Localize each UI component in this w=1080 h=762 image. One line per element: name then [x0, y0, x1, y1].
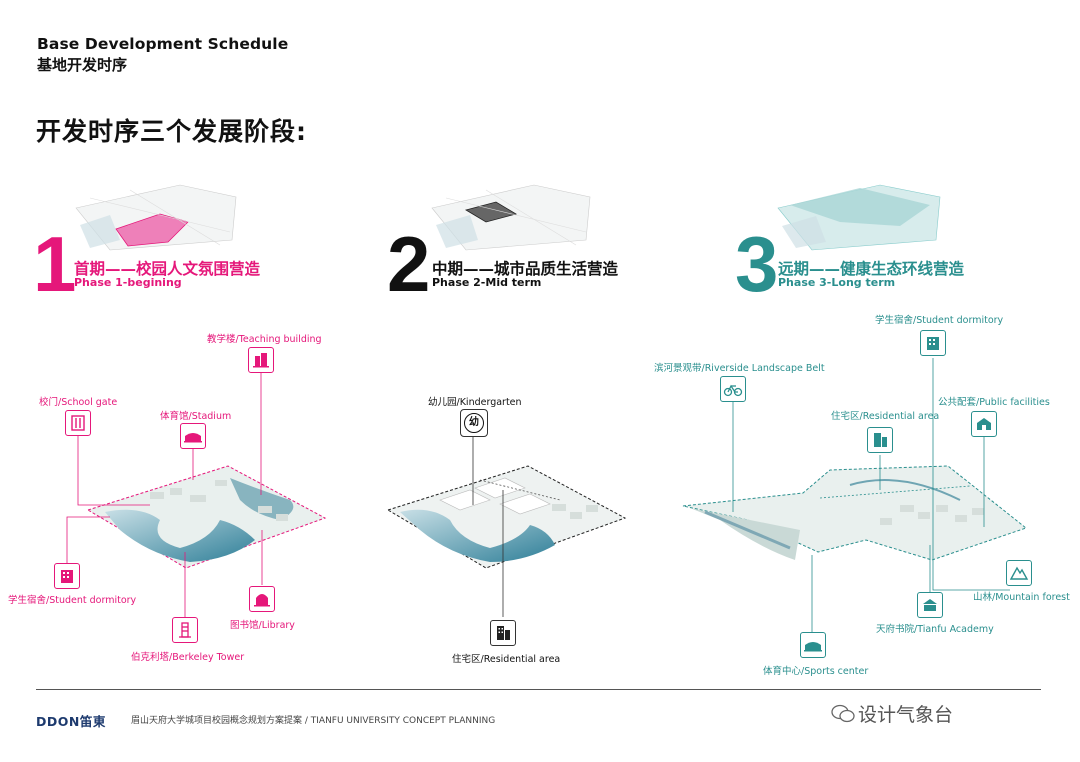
title-en: Base Development Schedule: [37, 35, 289, 53]
phase2-title-cn: 中期——城市品质生活营造: [432, 260, 619, 278]
stadium-icon: [180, 423, 206, 449]
phase1-site-diagram: [86, 465, 327, 569]
p3-label-residential: 住宅区/Residential area: [831, 411, 940, 422]
p3-label-forest: 山林/Mountain forest: [973, 592, 1070, 603]
academy-icon: [917, 592, 943, 618]
sports-center-icon: [800, 632, 826, 658]
library-icon: [249, 586, 275, 612]
phase3-title-en: Phase 3-Long term: [778, 276, 896, 289]
phase1-title-en: Phase 1-begining: [74, 276, 182, 289]
p1-label-gate: 校门/School gate: [39, 397, 118, 408]
p3-label-academy: 天府书院/Tianfu Academy: [876, 624, 994, 635]
footer-text: 眉山天府大学城项目校园概念规划方案提案 / TIANFU UNIVERSITY …: [131, 716, 496, 726]
footer-divider: [36, 689, 1041, 690]
phase1-number: 1: [33, 220, 77, 308]
kindergarten-icon: 幼: [460, 409, 488, 437]
gate-icon: [65, 410, 91, 436]
footer-brand-logo: DDON笛東: [36, 714, 106, 729]
dormitory-icon-p3: [920, 330, 946, 356]
tower-icon: [172, 617, 198, 643]
mountain-icon: [1006, 560, 1032, 586]
p3-label-dormitory: 学生宿舍/Student dormitory: [875, 315, 1004, 326]
section-heading: 开发时序三个发展阶段:: [36, 117, 307, 146]
p3-label-riverside: 滨河景观带/Riverside Landscape Belt: [654, 363, 825, 374]
phase3-leader-lines: [732, 358, 1010, 632]
p1-label-dormitory: 学生宿舍/Student dormitory: [8, 595, 137, 606]
phase2-title-en: Phase 2-Mid term: [432, 276, 542, 289]
p1-label-stadium: 体育馆/Stadium: [160, 411, 232, 422]
phase3-number: 3: [735, 220, 779, 308]
dormitory-icon: [54, 563, 80, 589]
phase2-site-diagram: [386, 465, 627, 569]
public-facilities-icon: [971, 411, 997, 437]
residential-icon: [490, 620, 516, 646]
phase2-thumbnail: [431, 184, 591, 251]
phase3-thumbnail: [777, 184, 941, 251]
phase3-site-diagram: [682, 465, 1028, 561]
p3-label-public: 公共配套/Public facilities: [938, 397, 1050, 408]
phase2-leader-lines: [472, 437, 504, 617]
p1-label-library: 图书馆/Library: [230, 620, 295, 631]
phase2-number: 2: [387, 220, 431, 308]
phase3-title-cn: 远期——健康生态环线营造: [778, 260, 965, 278]
phase1-title-cn: 首期——校园人文氛围营造: [74, 260, 261, 278]
wechat-icon: [830, 703, 856, 729]
p2-label-kindergarten: 幼儿园/Kindergarten: [428, 397, 522, 408]
building-icon: [248, 347, 274, 373]
kindergarten-glyph: 幼: [464, 413, 484, 433]
p1-label-tower: 伯克利塔/Berkeley Tower: [131, 652, 245, 663]
p3-label-sports: 体育中心/Sports center: [763, 666, 869, 677]
p2-label-residential: 住宅区/Residential area: [452, 654, 561, 665]
phase1-leader-lines: [66, 373, 263, 617]
p1-label-teaching: 教学楼/Teaching building: [207, 334, 322, 345]
residential-icon-p3: [867, 427, 893, 453]
title-cn: 基地开发时序: [37, 56, 128, 74]
bicycle-icon: [720, 376, 746, 402]
wechat-account-name: 设计气象台: [858, 704, 954, 726]
phase1-thumbnail: [75, 184, 237, 251]
